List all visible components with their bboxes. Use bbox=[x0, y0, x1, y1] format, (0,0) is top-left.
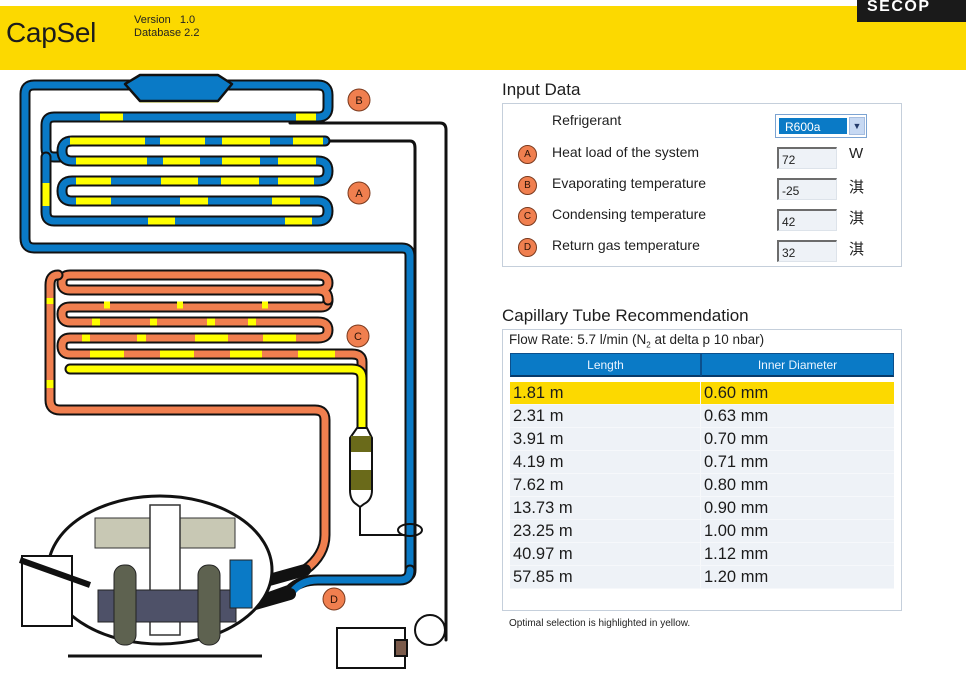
evaporating-temp-row: B Evaporating temperature -25 淇 bbox=[503, 171, 901, 200]
return-gas-temp-row: D Return gas temperature 32 淇 bbox=[503, 233, 901, 262]
heat-load-input[interactable]: 72 bbox=[777, 147, 837, 169]
compressor bbox=[18, 494, 274, 658]
length-cell: 23.25 m bbox=[510, 520, 701, 542]
version-info: Version 1.0 Database 2.2 bbox=[134, 14, 199, 40]
app-title: CapSel bbox=[6, 17, 97, 48]
inner-diameter-cell: 0.80 mm bbox=[704, 476, 769, 494]
inner-diameter-cell: 0.63 mm bbox=[704, 407, 769, 425]
header-bar: CapSel Version 1.0 Database 2.2 bbox=[0, 6, 966, 70]
refrigeration-circuit-diagram: B A C D bbox=[18, 73, 448, 669]
condensing-temp-row: C Condensing temperature 42 淇 bbox=[503, 202, 901, 231]
recommendation-title: Capillary Tube Recommendation bbox=[502, 306, 749, 325]
heat-load-label: Heat load of the system bbox=[552, 144, 700, 160]
svg-text:A: A bbox=[355, 188, 363, 200]
marker-d: D bbox=[322, 587, 346, 611]
svg-text:B: B bbox=[355, 95, 362, 107]
flow-rate-suffix: at delta p 10 nbar) bbox=[650, 332, 765, 347]
length-cell: 13.73 m bbox=[510, 497, 701, 519]
marker-b-badge: B bbox=[518, 176, 537, 195]
inner-diameter-cell: 0.71 mm bbox=[704, 453, 769, 471]
marker-b: B bbox=[347, 88, 371, 112]
marker-d-badge: D bbox=[518, 238, 537, 257]
refrigerant-selected-value[interactable]: R600a bbox=[779, 118, 847, 134]
refrigerant-select[interactable]: R600a ▼ bbox=[775, 114, 867, 138]
length-cell: 7.62 m bbox=[510, 474, 701, 496]
thermostat bbox=[336, 614, 446, 669]
input-data-title: Input Data bbox=[502, 80, 581, 99]
heat-load-unit: W bbox=[849, 145, 864, 162]
flow-rate-prefix: Flow Rate: 5.7 l/min (N bbox=[509, 332, 647, 347]
condensing-temp-input[interactable]: 42 bbox=[777, 209, 837, 231]
return-gas-temp-label: Return gas temperature bbox=[552, 237, 700, 253]
svg-text:C: C bbox=[354, 331, 362, 343]
accumulator bbox=[123, 73, 234, 103]
refrigerant-label: Refrigerant bbox=[552, 112, 622, 128]
flow-rate-text: Flow Rate: 5.7 l/min (N2 at delta p 10 n… bbox=[509, 332, 764, 350]
refrigerant-row: Refrigerant R600a ▼ bbox=[503, 108, 901, 138]
capillary-line bbox=[323, 139, 417, 582]
database-label: Database 2.2 bbox=[134, 27, 200, 39]
inner-diameter-cell: 1.12 mm bbox=[704, 545, 769, 563]
recommendation-panel: Flow Rate: 5.7 l/min (N2 at delta p 10 n… bbox=[502, 329, 902, 611]
inner-diameter-cell: 0.70 mm bbox=[704, 430, 769, 448]
length-cell: 57.85 m bbox=[510, 566, 701, 588]
suction-line-outline bbox=[288, 121, 448, 642]
flow-rate-subscript: 2 bbox=[646, 340, 651, 350]
condensing-temp-unit: 淇 bbox=[849, 210, 865, 227]
brand-logo: SECOP bbox=[857, 0, 966, 22]
evaporating-temp-unit: 淇 bbox=[849, 179, 865, 196]
inner-diameter-cell: 1.20 mm bbox=[704, 568, 769, 586]
length-cell: 3.91 m bbox=[510, 428, 701, 450]
filter-drier bbox=[349, 427, 423, 537]
inner-diameter-cell: 0.90 mm bbox=[704, 499, 769, 517]
return-gas-temp-input[interactable]: 32 bbox=[777, 240, 837, 262]
input-data-panel: Refrigerant R600a ▼ A Heat load of the s… bbox=[502, 103, 902, 267]
return-gas-temp-unit: 淇 bbox=[849, 241, 865, 258]
marker-a: A bbox=[347, 181, 371, 205]
inner-diameter-cell: 1.00 mm bbox=[704, 522, 769, 540]
length-cell: 40.97 m bbox=[510, 543, 701, 565]
marker-c-badge: C bbox=[518, 207, 537, 226]
evaporating-temp-label: Evaporating temperature bbox=[552, 175, 707, 191]
heat-load-row: A Heat load of the system 72 W bbox=[503, 140, 901, 169]
svg-text:D: D bbox=[330, 594, 338, 606]
length-cell: 1.81 m bbox=[510, 382, 701, 404]
marker-c: C bbox=[346, 324, 370, 348]
chevron-down-icon[interactable]: ▼ bbox=[849, 117, 865, 135]
inner-diameter-cell: 0.60 mm bbox=[704, 384, 769, 402]
condenser-coil bbox=[56, 294, 368, 426]
condensing-temp-label: Condensing temperature bbox=[552, 206, 707, 222]
column-header-length[interactable]: Length bbox=[510, 353, 701, 377]
table-header: Length Inner Diameter bbox=[510, 353, 894, 377]
version-label: Version 1.0 bbox=[134, 14, 196, 26]
length-cell: 4.19 m bbox=[510, 451, 701, 473]
evaporating-temp-input[interactable]: -25 bbox=[777, 178, 837, 200]
marker-a-badge: A bbox=[518, 145, 537, 164]
length-cell: 2.31 m bbox=[510, 405, 701, 427]
highlight-note: Optimal selection is highlighted in yell… bbox=[509, 618, 691, 629]
column-header-inner-diameter[interactable]: Inner Diameter bbox=[701, 353, 894, 377]
